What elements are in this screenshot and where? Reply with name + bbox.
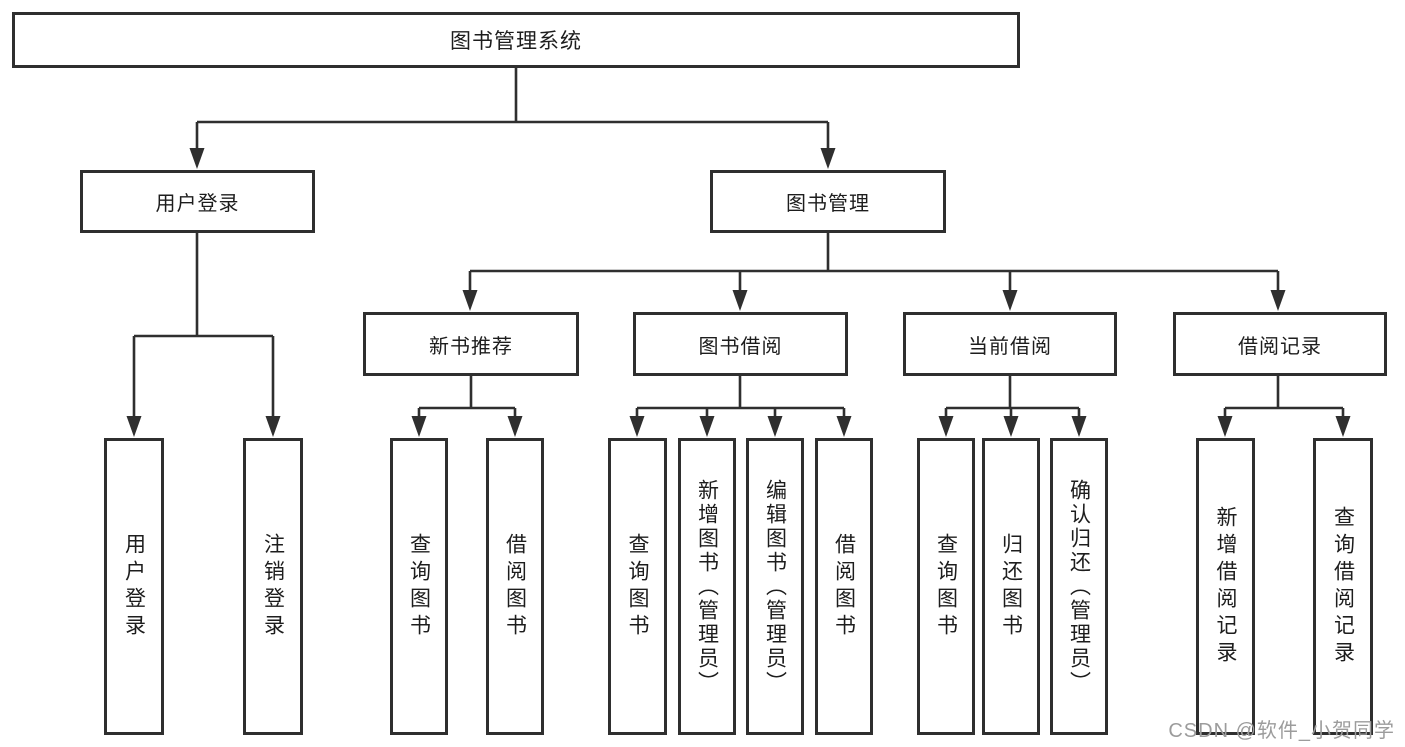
- leaf-add-books-admin: 新增图书（管理员）: [678, 438, 736, 735]
- leaf-user-login: 用户登录: [104, 438, 164, 735]
- leaf-query-books-recommend: 查询图书: [390, 438, 448, 735]
- leaf-logout: 注销登录: [243, 438, 303, 735]
- node-book-management-module: 图书管理: [710, 170, 946, 233]
- leaf-confirm-return-admin: 确认归还（管理员）: [1050, 438, 1108, 735]
- leaf-edit-books-admin: 编辑图书（管理员）: [746, 438, 804, 735]
- leaf-add-borrow-record: 新增借阅记录: [1196, 438, 1255, 735]
- leaf-return-books: 归还图书: [982, 438, 1040, 735]
- node-root-library-management-system: 图书管理系统: [12, 12, 1020, 68]
- node-user-login-module: 用户登录: [80, 170, 315, 233]
- csdn-watermark: CSDN @软件_小贺同学: [1168, 720, 1395, 742]
- leaf-query-borrow-record: 查询借阅记录: [1313, 438, 1373, 735]
- leaf-query-books-borrowing: 查询图书: [608, 438, 667, 735]
- node-current-borrowing: 当前借阅: [903, 312, 1117, 376]
- arrowhead-icons: [126, 148, 1351, 437]
- leaf-query-books-current: 查询图书: [917, 438, 975, 735]
- node-book-borrowing: 图书借阅: [633, 312, 848, 376]
- leaf-borrow-books: 借阅图书: [815, 438, 873, 735]
- leaf-borrow-books-recommend: 借阅图书: [486, 438, 544, 735]
- node-borrowing-records: 借阅记录: [1173, 312, 1387, 376]
- node-new-book-recommendation: 新书推荐: [363, 312, 579, 376]
